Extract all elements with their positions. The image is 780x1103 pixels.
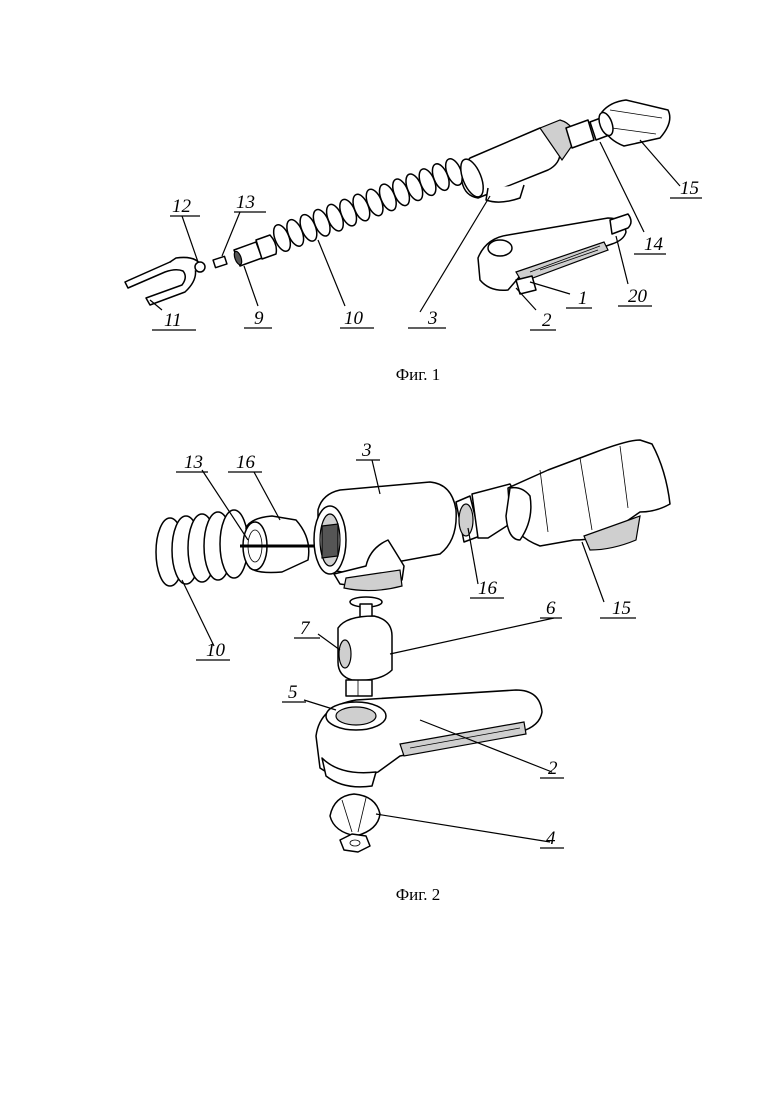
label-13: 13 bbox=[184, 452, 203, 473]
label-10: 10 bbox=[206, 640, 226, 661]
part-2-arm bbox=[316, 690, 542, 787]
label-10: 10 bbox=[344, 308, 364, 329]
label-11: 11 bbox=[164, 310, 182, 331]
part-3-body bbox=[314, 482, 456, 591]
label-16-left: 16 bbox=[236, 452, 256, 473]
label-15: 15 bbox=[612, 598, 631, 619]
figure-1-caption: Фиг. 1 bbox=[318, 365, 518, 385]
part-9-coupling bbox=[233, 235, 277, 266]
label-3: 3 bbox=[427, 308, 438, 329]
label-1: 1 bbox=[578, 288, 588, 309]
label-5: 5 bbox=[288, 682, 298, 703]
label-14: 14 bbox=[644, 234, 664, 255]
part-4-ball bbox=[330, 794, 380, 836]
label-6: 6 bbox=[546, 598, 556, 619]
part-2-arm bbox=[478, 218, 626, 290]
part-10-thick-hose bbox=[156, 510, 248, 586]
part-7-fork bbox=[338, 616, 392, 696]
label-13: 13 bbox=[236, 192, 255, 213]
part-13-pin bbox=[213, 256, 227, 267]
label-16-right: 16 bbox=[478, 578, 498, 599]
part-15-end-cap bbox=[596, 100, 670, 146]
part-16-sleeve-left bbox=[243, 516, 309, 573]
part-20-tail bbox=[610, 214, 631, 234]
part-3-body bbox=[456, 120, 594, 202]
label-15: 15 bbox=[680, 178, 699, 199]
label-12: 12 bbox=[172, 196, 192, 217]
label-20: 20 bbox=[628, 286, 648, 307]
figure-2-drawing bbox=[156, 440, 670, 852]
figure-1-drawing bbox=[125, 100, 670, 305]
label-3: 3 bbox=[361, 440, 372, 461]
label-4: 4 bbox=[546, 828, 556, 849]
label-2: 2 bbox=[542, 310, 552, 331]
part-10-flex-hose bbox=[270, 156, 465, 253]
label-7: 7 bbox=[300, 618, 311, 639]
part-11-clip bbox=[125, 257, 202, 305]
nut bbox=[340, 834, 370, 852]
label-9: 9 bbox=[254, 308, 264, 329]
part-15-end-cap bbox=[506, 440, 670, 550]
figure-2-caption: Фиг. 2 bbox=[318, 885, 518, 905]
part-12-ball bbox=[195, 262, 205, 272]
label-2: 2 bbox=[548, 758, 558, 779]
